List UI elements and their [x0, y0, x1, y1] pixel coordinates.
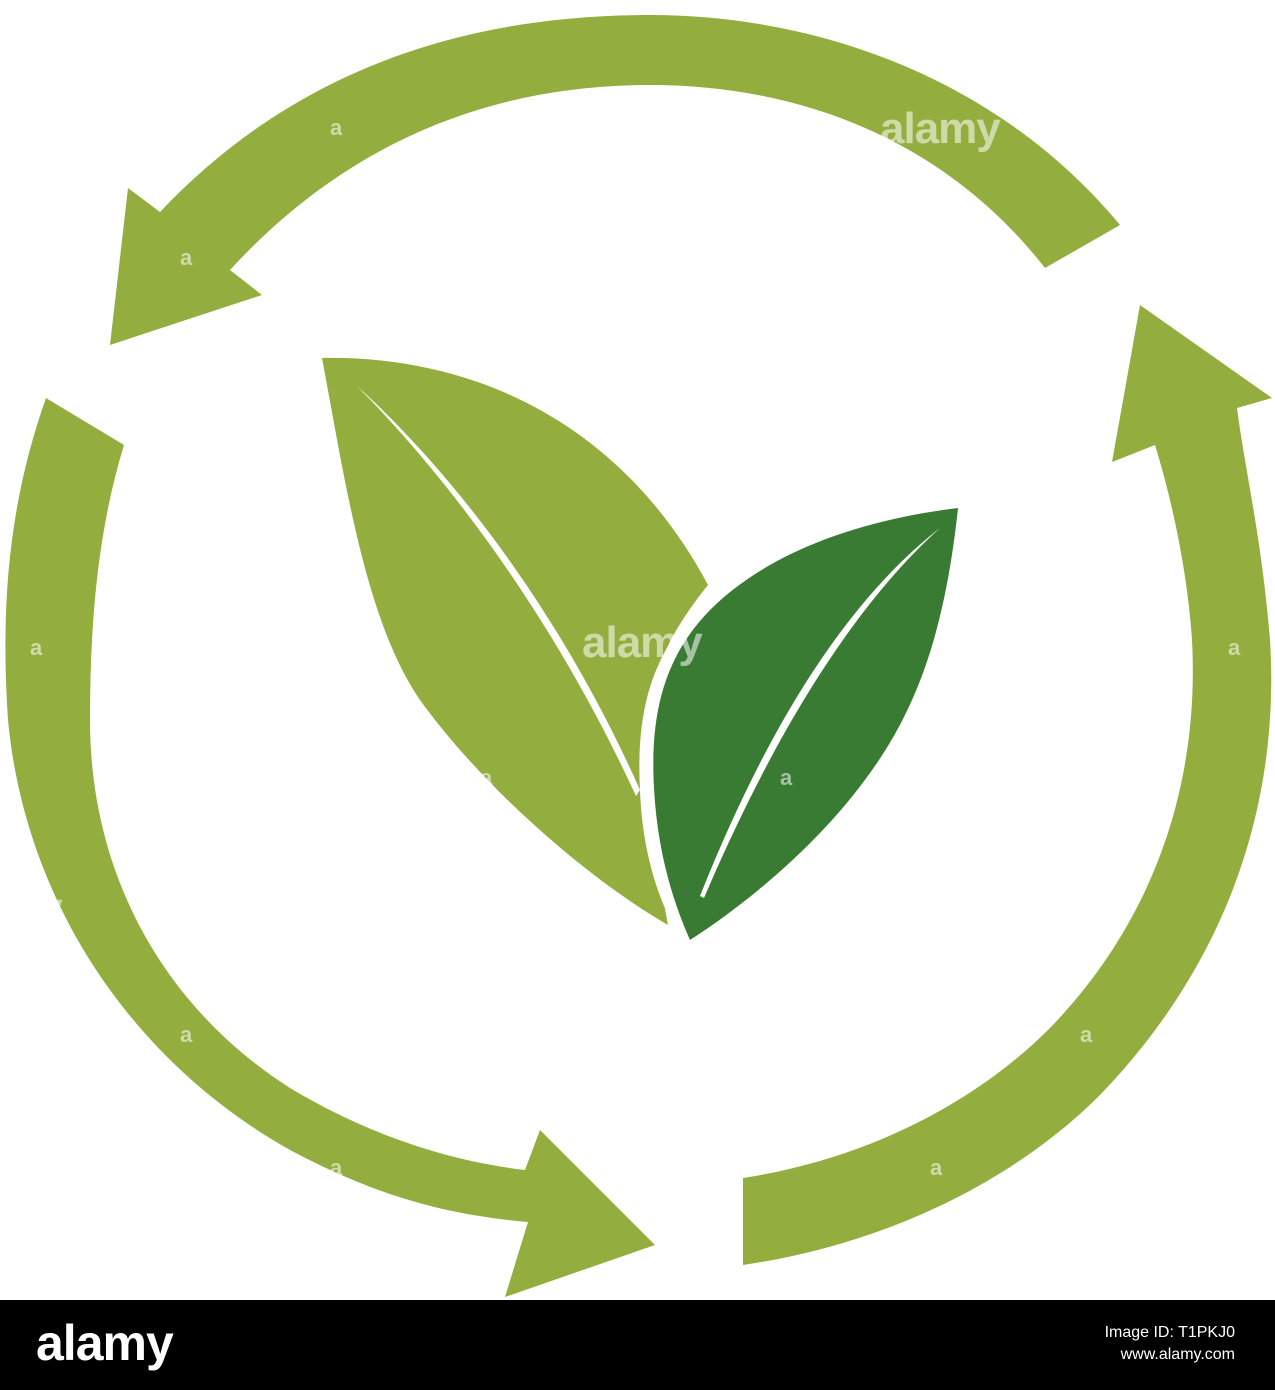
footer-bar: alamy Image ID: T1PKJ0 www.alamy.com: [0, 1300, 1275, 1390]
website-link[interactable]: www.alamy.com: [1120, 1346, 1235, 1363]
footer-logo: alamy: [36, 1315, 174, 1371]
left-arrow-shape: [5, 398, 655, 1297]
footer-image-info: Image ID: T1PKJ0 www.alamy.com: [1105, 1322, 1235, 1366]
right-arrow-shape: [743, 305, 1272, 1265]
eco-recycle-leaves-illustration: [5, 15, 1272, 1297]
image-id-label: Image ID: T1PKJ0: [1104, 1324, 1235, 1341]
light-leaf: [322, 357, 708, 925]
circular-recycle-arrows-icon: [5, 15, 1272, 1297]
two-leaves-icon: [322, 357, 962, 948]
top-arrow-shape: [110, 15, 1120, 345]
